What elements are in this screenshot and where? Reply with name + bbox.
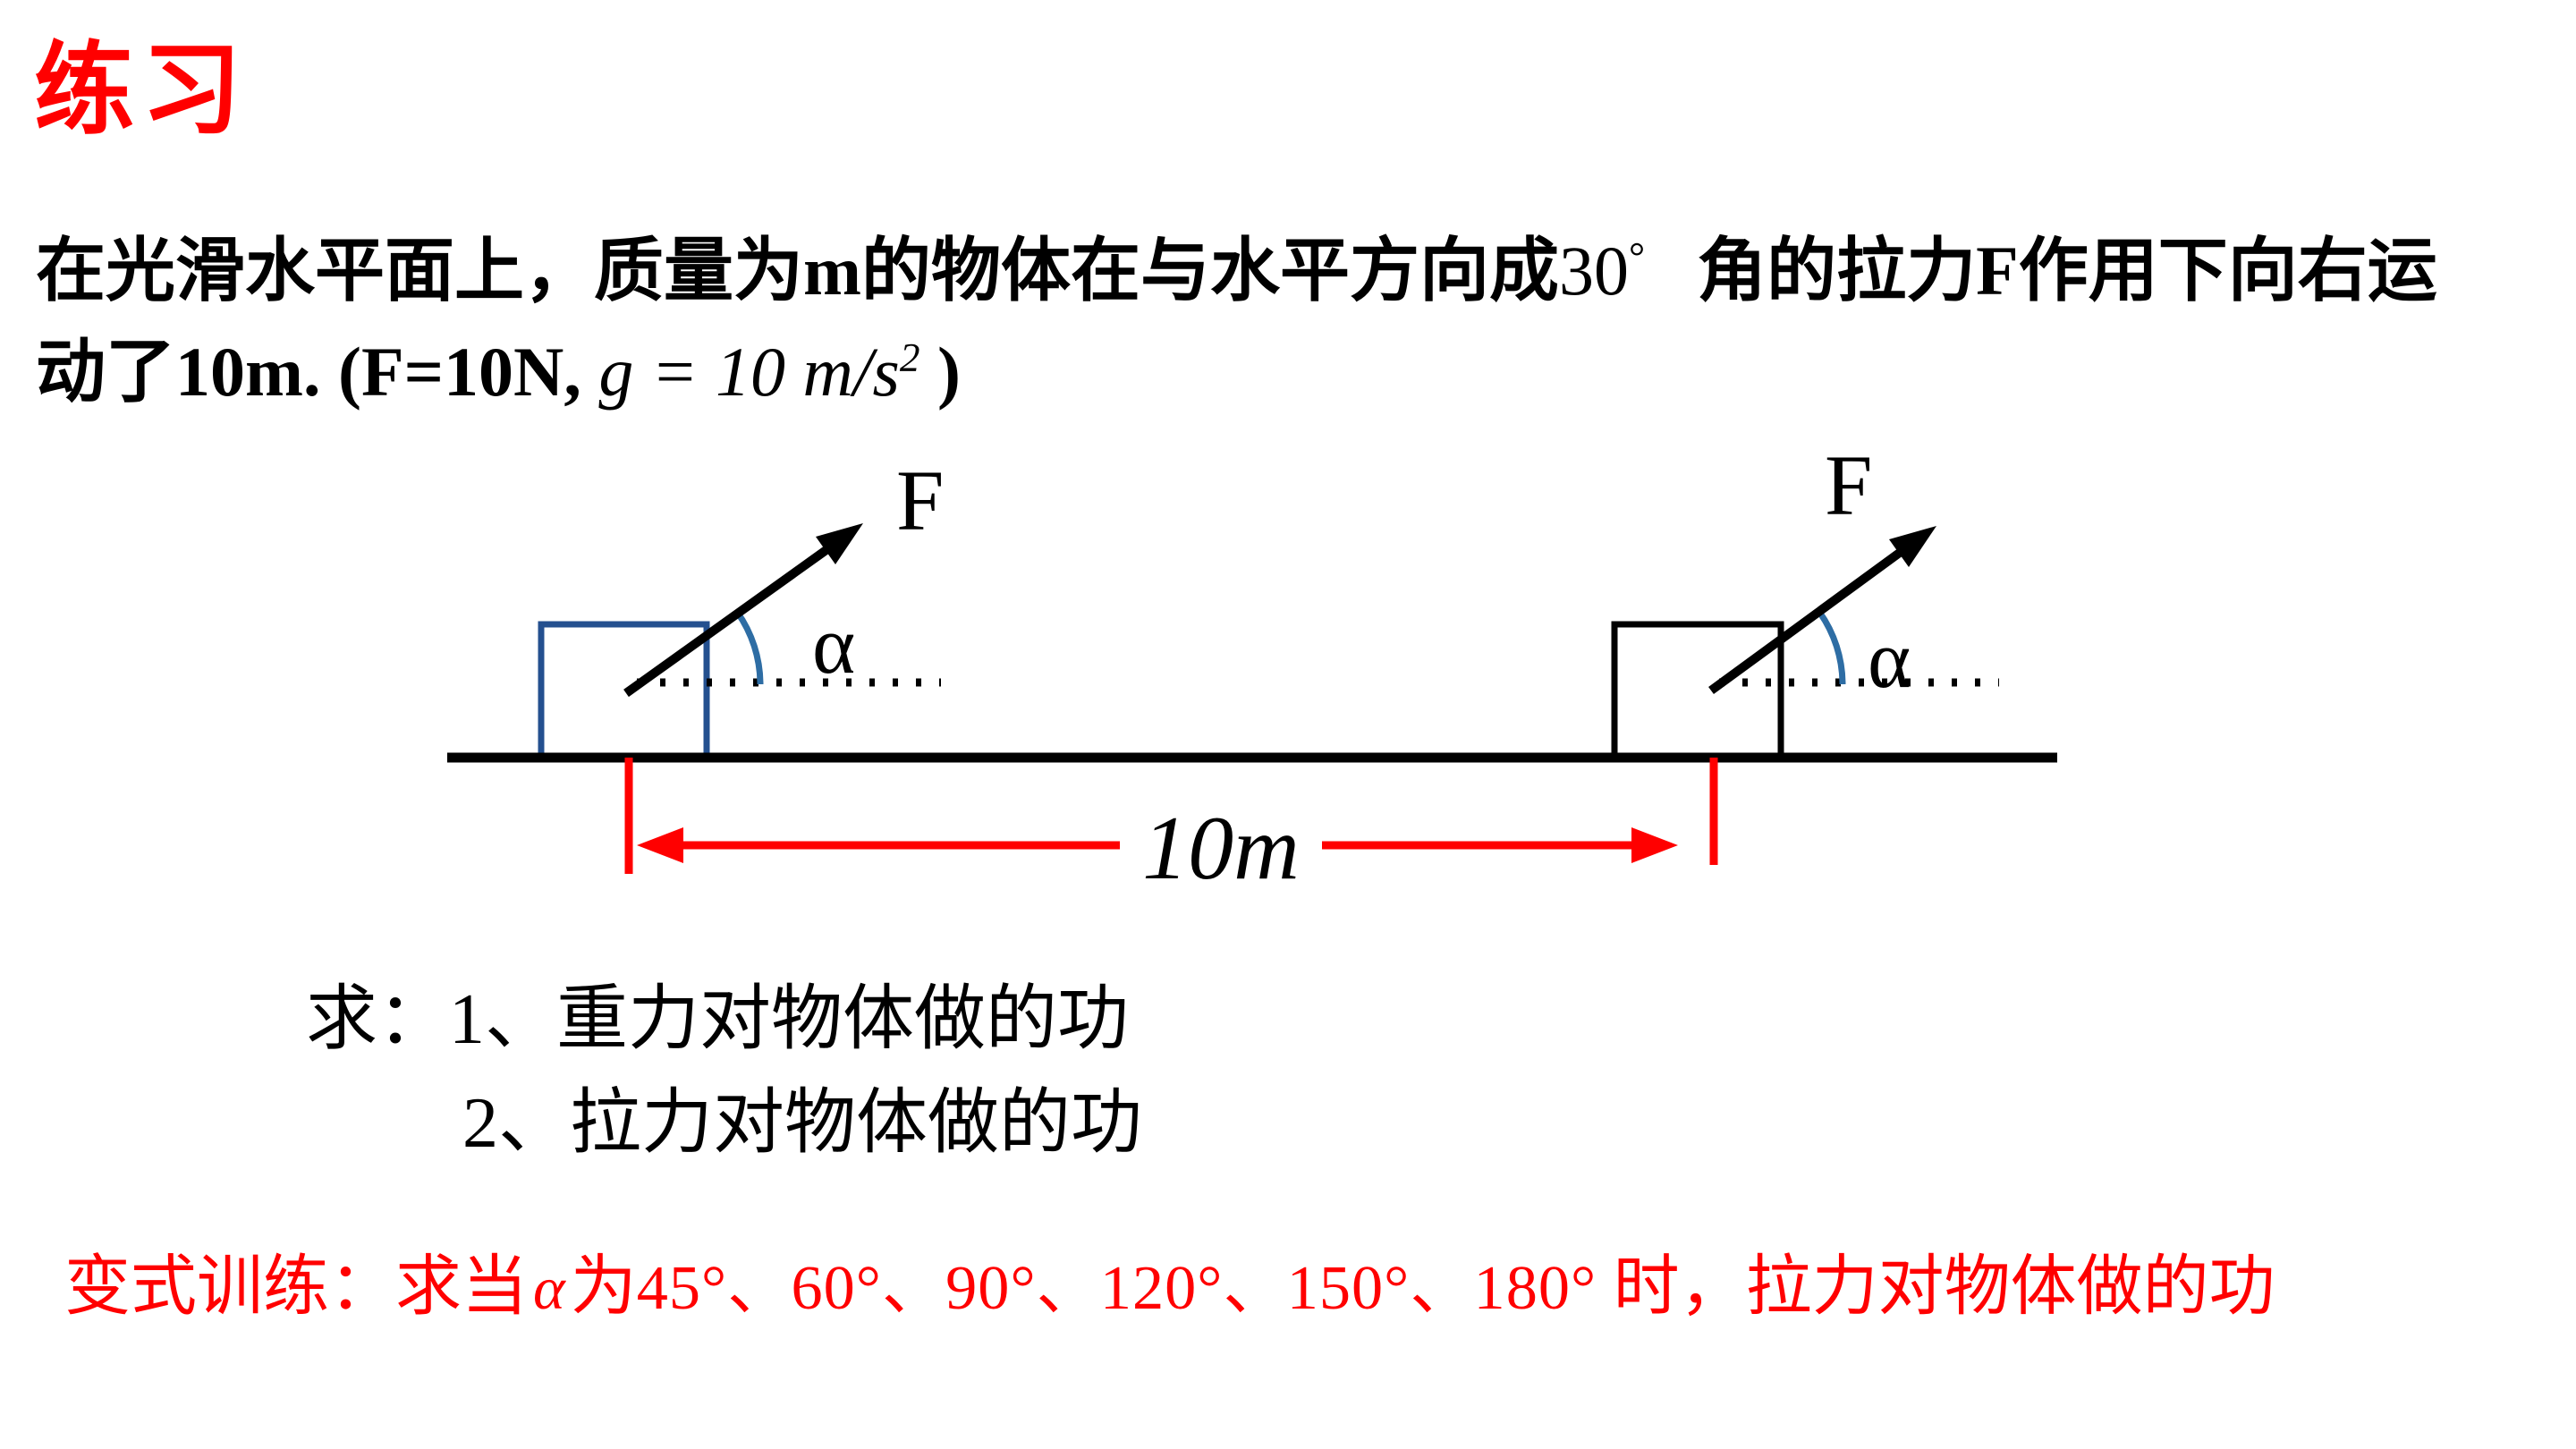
angle-label-right: α	[1868, 614, 1911, 705]
force-label-left: F	[896, 453, 944, 548]
problem-line1-rest: 角的拉力F作用下向右运	[1697, 232, 2437, 309]
alpha-symbol: α	[533, 1254, 565, 1322]
slide-title: 练习	[34, 34, 249, 146]
angle-label-left: α	[812, 599, 855, 691]
gravity-value: g = 10 m/s	[580, 333, 900, 411]
angle-arc-right	[1817, 609, 1846, 685]
problem-line-1: 在光滑水平面上，质量为m的物体在与水平方向成30° 角的拉力F作用下向右运	[36, 220, 2437, 321]
variation-prefix: 变式训练：求当	[64, 1250, 528, 1324]
force-arrow-right-shaft	[1708, 547, 1903, 695]
problem-statement: 在光滑水平面上，质量为m的物体在与水平方向成30° 角的拉力F作用下向右运 动了1…	[36, 220, 2437, 422]
force-arrow-left-shaft	[623, 545, 830, 698]
force-label-right: F	[1825, 437, 1872, 533]
gravity-expression: g = 10 m/s2	[580, 333, 920, 411]
variation-exercise: 变式训练：求当α为45°、60°、90°、120°、150°、180° 时，拉力…	[64, 1233, 2275, 1328]
question-2: 2、拉力对物体做的功	[462, 1084, 1142, 1163]
measure-arrow-right-head	[1631, 827, 1678, 863]
gravity-exponent: 2	[899, 335, 920, 381]
question-1: 求：1、重力对物体做的功	[306, 980, 1129, 1059]
questions-block: 求：1、重力对物体做的功 2、拉力对物体做的功	[306, 968, 1142, 1175]
physics-diagram: F F α α 10m	[447, 437, 2057, 899]
measure-arrow-left-head	[637, 827, 683, 863]
force-arrow-right-head	[1889, 526, 1936, 567]
problem-line2-close: )	[919, 333, 961, 411]
distance-label: 10m	[1142, 798, 1300, 899]
block-right	[1611, 621, 1784, 761]
variation-connector: 为	[570, 1250, 637, 1324]
force-arrow-left-head	[816, 523, 863, 564]
angle-number: 30	[1558, 232, 1629, 309]
variation-angle-list: 45°、60°、90°、120°、150°、180°	[636, 1253, 1597, 1323]
problem-line2-text: 动了10m. (F=10N,	[36, 333, 581, 411]
problem-line1-text: 在光滑水平面上，质量为m的物体在与水平方向成	[36, 232, 1559, 309]
block-left	[538, 621, 710, 761]
angle-value-30: 30°	[1559, 232, 1645, 309]
degree-symbol: °	[1628, 234, 1646, 279]
variation-suffix: 时，拉力对物体做的功	[1597, 1250, 2275, 1324]
problem-line-2: 动了10m. (F=10N, g = 10 m/s2 )	[36, 321, 2437, 422]
angle-arc-left	[734, 609, 764, 685]
